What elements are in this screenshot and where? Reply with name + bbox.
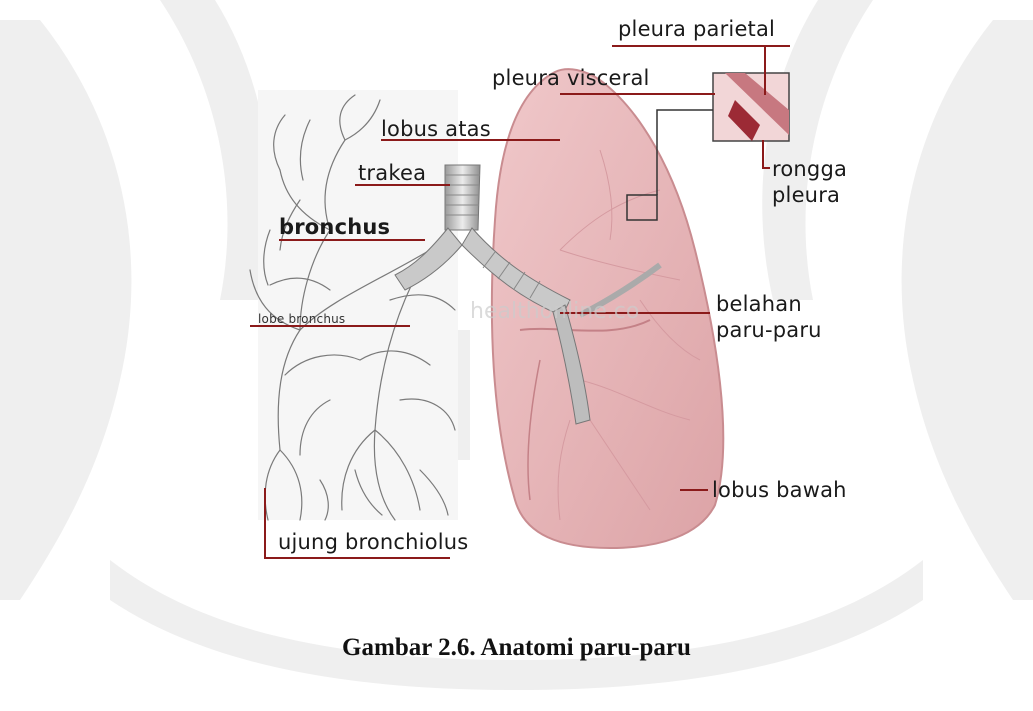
label-pleura-parietal: pleura parietal: [618, 16, 775, 42]
figure-caption: Gambar 2.6. Anatomi paru-paru: [0, 634, 1033, 662]
bronchial-tree-illustration: [250, 90, 458, 520]
label-bronchus: bronchus: [279, 214, 390, 240]
site-watermark: healthonline.co: [470, 299, 639, 324]
label-rongga-pleura: rongga pleura: [772, 156, 847, 208]
label-lobe-bronchus: lobe bronchus: [258, 312, 345, 326]
label-trakea: trakea: [358, 160, 426, 186]
label-lobus-bawah: lobus bawah: [712, 477, 847, 503]
label-ujung-bronchiolus: ujung bronchiolus: [278, 529, 468, 555]
label-belahan-paru-paru: belahan paru-paru: [716, 291, 822, 343]
label-lobus-atas: lobus atas: [381, 116, 491, 142]
label-pleura-visceral: pleura visceral: [492, 65, 650, 91]
